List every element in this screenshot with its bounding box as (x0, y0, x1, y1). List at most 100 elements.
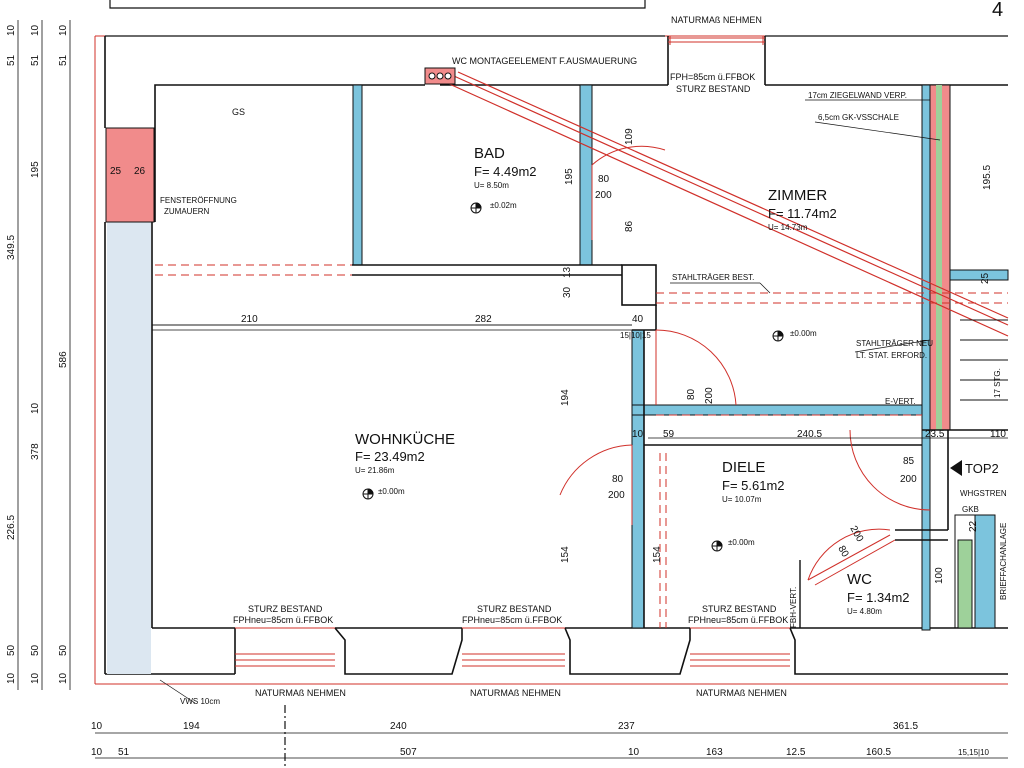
dimension-label: 51 (118, 747, 130, 758)
dimension-label: 26 (134, 166, 146, 177)
dimension-label: 160.5 (866, 747, 891, 758)
dimension-label: 10 (6, 24, 17, 36)
dimension-label: 50 (58, 644, 69, 656)
naturmass-2: NATURMAß NEHMEN (470, 688, 561, 698)
dimension-label: 507 (400, 747, 417, 758)
dimension-label: 25 (980, 272, 991, 284)
room-wohnkueche-level: ±0.00m (378, 487, 405, 496)
dimension-label: 23.5 (925, 429, 945, 440)
ziegelwand-label: 17cm ZIEGELWAND VERP. (808, 91, 907, 100)
steel-beam-dashes (155, 264, 1008, 628)
dimension-label: 51 (6, 54, 17, 66)
vws-label: VWS 10cm (180, 697, 220, 706)
stahltraeger-neu-label-1: STAHLTRÄGER NEU (856, 339, 933, 348)
fph-top-label: FPH=85cm ü.FFBOK (670, 72, 755, 82)
leader-lines (159, 99, 941, 704)
gkb-label: GKB (962, 505, 979, 514)
dimension-label: 10 (91, 721, 103, 732)
dimension-label: 50 (30, 644, 41, 656)
dimension-label: 200 (900, 474, 917, 485)
wc-montage-element (424, 67, 456, 85)
e-vert-label: E-VERT. (885, 397, 916, 406)
sturz-bestand-2: STURZ BESTAND (477, 604, 552, 614)
fph-neu-1: FPHneu=85cm ü.FFBOK (233, 615, 333, 625)
dimension-label: 194 (560, 389, 571, 406)
dimension-lines (17, 20, 1008, 759)
naturmass-1: NATURMAß NEHMEN (255, 688, 346, 698)
dimension-label: 349.5 (6, 235, 17, 260)
dimension-label: 200 (608, 490, 625, 501)
room-bad-perimeter: U= 8.50m (474, 181, 509, 190)
green-strip (936, 85, 942, 430)
room-zimmer-area: F= 11.74m2 (768, 206, 837, 221)
room-bad-level: ±0.02m (490, 201, 517, 210)
fph-neu-3: FPHneu=85cm ü.FFBOK (688, 615, 788, 625)
dimension-label: 10 (58, 672, 69, 684)
dimension-label: 13 (562, 266, 573, 278)
bottom-windows (235, 627, 790, 667)
dimension-label: 59 (663, 429, 675, 440)
level-markers (362, 202, 784, 552)
room-bad-area: F= 4.49m2 (474, 164, 537, 179)
fph-neu-2: FPHneu=85cm ü.FFBOK (462, 615, 562, 625)
room-wc-name: WC (847, 571, 872, 588)
dimension-label: 51 (30, 54, 41, 66)
window-infill-red (105, 127, 155, 223)
dimension-label: 22 (968, 520, 979, 532)
room-wc-perimeter: U= 4.80m (847, 607, 882, 616)
dimension-label: 80 (835, 544, 850, 560)
dimension-label: 237 (618, 721, 635, 732)
dimension-label: 50 (6, 644, 17, 656)
room-diele-perimeter: U= 10.07m (722, 495, 762, 504)
dimension-label: 15|10|15 (620, 331, 651, 340)
dimension-label: 200 (847, 524, 865, 544)
dimension-label: 226.5 (6, 515, 17, 540)
dimension-label: 10 (628, 747, 640, 758)
dimension-label: 40 (632, 314, 644, 325)
sturz-bestand-1: STURZ BESTAND (248, 604, 323, 614)
dimension-label: 200 (704, 387, 715, 404)
dimension-label: 586 (58, 351, 69, 368)
gk-vsschale-label: 6,5cm GK-VSSCHALE (818, 113, 899, 122)
dimension-label: 10 (91, 747, 103, 758)
dimension-label: 80 (686, 388, 697, 400)
dimension-label: 110 (990, 429, 1006, 440)
blue-partition-walls (352, 84, 1009, 631)
whgstren-label: WHGSTREN (960, 489, 1007, 498)
fbh-vert-label: FBH-VERT. (789, 587, 798, 628)
dimension-label: 85 (903, 456, 915, 467)
naturmass-top-label: NATURMAß NEHMEN (671, 15, 762, 25)
dimension-label: 51 (58, 54, 69, 66)
dimension-label: 10 (30, 402, 41, 414)
stahltraeger-best-label: STAHLTRÄGER BEST. (672, 273, 754, 282)
interior-walls (352, 264, 1008, 628)
diagonal-duct (444, 71, 1009, 337)
naturmass-3: NATURMAß NEHMEN (696, 688, 787, 698)
dimension-label: 100 (934, 567, 945, 584)
wc-walls (799, 529, 948, 628)
dimension-label: 210 (241, 314, 258, 325)
room-diele-level: ±0.00m (728, 538, 755, 547)
room-zimmer-name: ZIMMER (768, 187, 827, 204)
dimension-label: 10 (58, 24, 69, 36)
fenster-label-1: FENSTERÖFFNUNG (160, 196, 237, 205)
flur-level: ±0.00m (790, 329, 817, 338)
dimension-label: 10 (6, 672, 17, 684)
dimension-label: 80 (598, 174, 610, 185)
dimension-label: 10 (632, 429, 644, 440)
right-details (954, 319, 1008, 629)
thin-lines (152, 324, 632, 331)
dimension-label: 195 (564, 168, 575, 185)
top-building-edge (105, 0, 1008, 37)
corner-number: 4 (992, 0, 1003, 21)
room-diele-name: DIELE (722, 459, 765, 476)
top2-label: TOP2 (965, 461, 999, 476)
dimension-label: 240 (390, 721, 407, 732)
wc-montage-label: WC MONTAGEELEMENT F.AUSMAUERUNG (452, 56, 637, 66)
gs-label: GS (232, 107, 245, 117)
dimension-label: 195.5 (982, 165, 993, 190)
dimension-label: 154 (560, 546, 571, 563)
top-window (668, 36, 765, 45)
